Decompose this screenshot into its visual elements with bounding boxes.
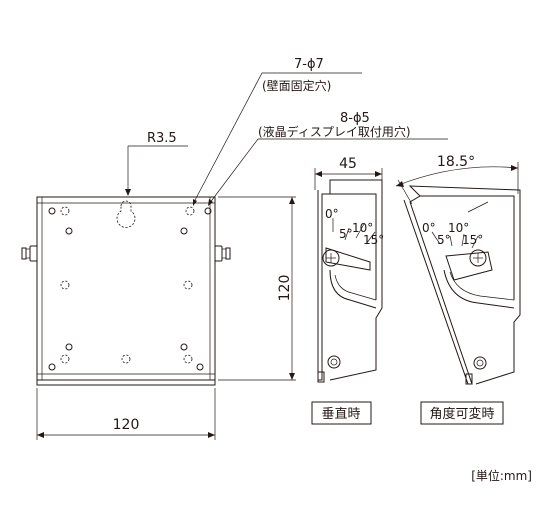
width-dimension bbox=[36, 388, 216, 440]
wall-hole bbox=[121, 354, 131, 364]
caption-tilt: 角度可変時 bbox=[429, 406, 494, 422]
lcd-holes-count-label: 8-ϕ5 bbox=[340, 111, 370, 126]
wall-holes-count-label: 7-ϕ7 bbox=[294, 57, 324, 72]
caption-vertical-box bbox=[311, 401, 372, 425]
vertical-angle-5: 5° bbox=[339, 227, 353, 241]
left-knob bbox=[29, 245, 38, 262]
lcd-hole bbox=[180, 227, 188, 235]
unit-label: [単位:mm] bbox=[471, 468, 532, 483]
wall-hole bbox=[60, 354, 70, 364]
front-view bbox=[21, 196, 231, 386]
height-dimension-label: 120 bbox=[277, 275, 293, 302]
leader-arrow bbox=[125, 189, 131, 196]
tilt-dimension-label: 18.5° bbox=[437, 154, 475, 170]
vertical-bracket-profile bbox=[317, 179, 383, 381]
right-knob bbox=[214, 245, 223, 262]
vertical-angle-10: 10° bbox=[352, 221, 373, 235]
tilted-bracket-profile bbox=[403, 185, 521, 385]
leader-arrow bbox=[208, 199, 213, 206]
wall-hole-leader bbox=[192, 72, 362, 205]
caption-tilt-box bbox=[420, 401, 504, 425]
lcd-hole bbox=[65, 227, 73, 235]
wall-hole bbox=[60, 280, 70, 290]
depth-dimension-label: 45 bbox=[339, 156, 357, 172]
side-view-tilted bbox=[395, 162, 521, 385]
radius-label: R3.5 bbox=[147, 131, 177, 146]
wall-hole bbox=[185, 206, 195, 216]
left-knob-cap bbox=[21, 247, 27, 260]
lcd-holes-desc-label: (液晶ディスプレイ取付用穴) bbox=[258, 124, 411, 139]
lcd-hole bbox=[180, 343, 188, 351]
caption-vertical: 垂直時 bbox=[321, 407, 360, 422]
tilted-angle-0: 0° bbox=[422, 221, 436, 235]
tilted-angle-15: 15° bbox=[462, 233, 483, 247]
lcd-hole bbox=[48, 363, 56, 371]
side-view-vertical bbox=[314, 168, 383, 383]
tilted-angle-10: 10° bbox=[448, 221, 469, 235]
leader-arrow bbox=[193, 199, 197, 206]
wall-hole bbox=[60, 206, 70, 216]
vertical-angle-0: 0° bbox=[325, 207, 339, 221]
tilted-angle-5: 5° bbox=[437, 233, 451, 247]
lcd-hole-leader bbox=[208, 138, 448, 205]
lcd-hole bbox=[65, 343, 73, 351]
wall-hole bbox=[183, 354, 193, 364]
plate-bottom-lip bbox=[36, 380, 216, 386]
lcd-hole bbox=[48, 207, 56, 215]
wall-hole bbox=[183, 280, 193, 290]
wall-holes-desc-label: (壁面固定穴) bbox=[262, 78, 331, 93]
lcd-hole bbox=[196, 363, 204, 371]
vertical-angle-15: 15° bbox=[363, 233, 384, 247]
hole-leaders bbox=[125, 72, 448, 206]
height-dimension bbox=[218, 196, 296, 381]
width-dimension-label: 120 bbox=[113, 417, 140, 433]
lcd-hole bbox=[204, 207, 212, 215]
keyhole-slot bbox=[116, 200, 136, 228]
front-plate-outline bbox=[36, 196, 216, 381]
right-knob-cap bbox=[225, 247, 231, 260]
